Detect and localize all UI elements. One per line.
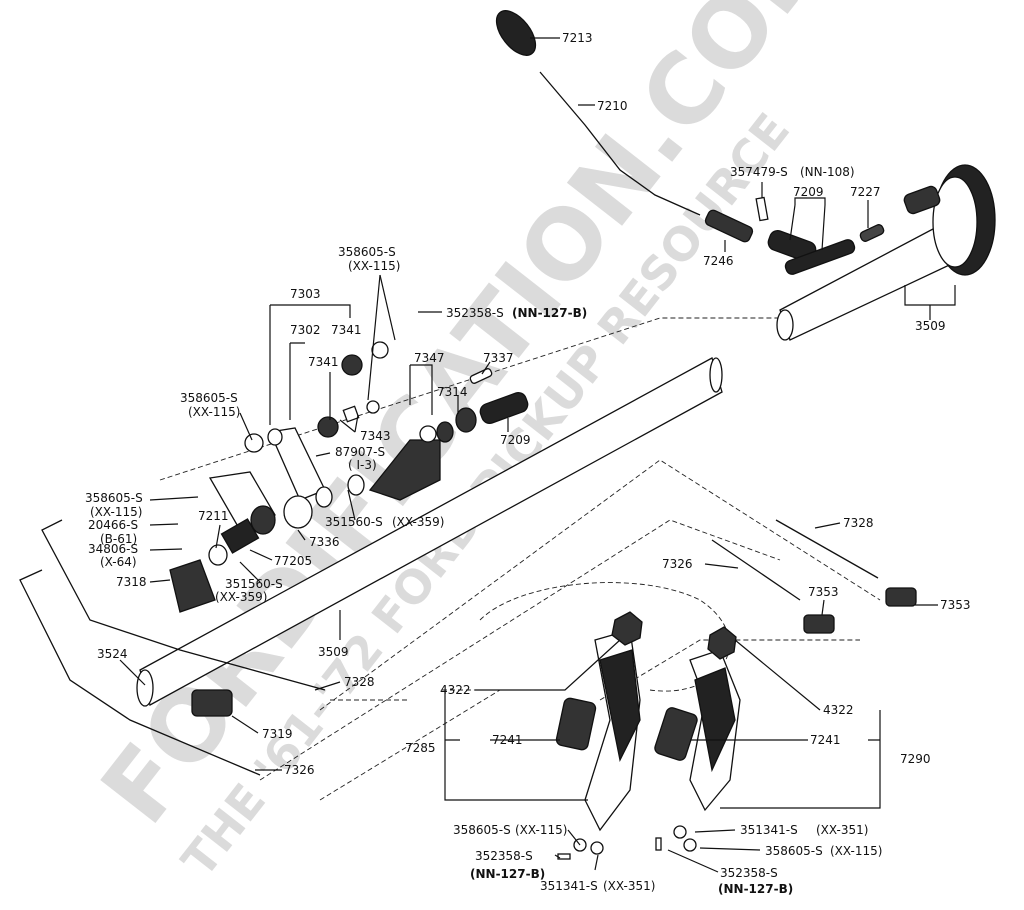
label-7341-b: 7341 (308, 355, 339, 369)
label-7213: 7213 (562, 31, 593, 45)
label-358605-top: 358605-S (338, 245, 396, 259)
label-7211: 7211 (198, 509, 229, 523)
label-352358-bot-left-sub: (NN-127-B) (470, 867, 545, 881)
label-87907-sub: ( I-3) (348, 458, 377, 472)
label-351341-bot-right-sub: (XX-351) (816, 823, 868, 837)
label-7328-right: 7328 (843, 516, 874, 530)
label-352358-top: 352358-S (446, 306, 504, 320)
left-rods (19, 519, 326, 776)
label-7337: 7337 (483, 351, 514, 365)
leader-lines (119, 37, 956, 873)
label-7326-low: 7326 (284, 763, 315, 777)
label-351560-b-sub: (XX-359) (215, 590, 267, 604)
label-7210: 7210 (597, 99, 628, 113)
label-7353-a: 7353 (808, 585, 839, 599)
label-3509-top: 3509 (915, 319, 946, 333)
linkage-parts (169, 341, 529, 613)
label-358605-bot-left: 358605-S (453, 823, 511, 837)
right-linkage (555, 519, 917, 832)
column-tube-upper (776, 164, 996, 341)
label-358605-left-sub: (XX-115) (188, 405, 240, 419)
label-7227: 7227 (850, 185, 881, 199)
label-352358-bot-right: 352358-S (720, 866, 778, 880)
label-7290: 7290 (900, 752, 931, 766)
label-7318: 7318 (116, 575, 147, 589)
label-358605-l2-sub: (XX-115) (90, 505, 142, 519)
label-358605-top-sub: (XX-115) (348, 259, 400, 273)
label-352358-bot-left: 352358-S (475, 849, 533, 863)
label-3524: 3524 (97, 647, 128, 661)
label-77205: 77205 (274, 554, 312, 568)
label-351560-a-sub: (XX-359) (392, 515, 444, 529)
label-7336: 7336 (309, 535, 340, 549)
label-7241-left: 7241 (492, 733, 523, 747)
label-352358-top-sub: (NN-127-B) (512, 306, 587, 320)
label-7285: 7285 (405, 741, 436, 755)
label-7209-top: 7209 (793, 185, 824, 199)
label-7328-low: 7328 (344, 675, 375, 689)
label-20466: 20466-S (88, 518, 138, 532)
label-352358-bot-right-sub: (NN-127-B) (718, 882, 793, 896)
label-87907: 87907-S (335, 445, 385, 459)
label-7347: 7347 (414, 351, 445, 365)
label-351560-a: 351560-S (325, 515, 383, 529)
label-4322-right: 4322 (823, 703, 854, 717)
part-labels: 7213 7210 357479-S (NN-108) 7209 7227 72… (85, 31, 971, 896)
label-7341-a: 7341 (331, 323, 362, 337)
label-7353-b: 7353 (940, 598, 971, 612)
label-4322-left: 4322 (440, 683, 471, 697)
watermark: FORDIFICATION.COM THE '61-'72 FORD PICKU… (80, 0, 859, 887)
label-358605-left: 358605-S (180, 391, 238, 405)
label-358605-bot-right: 358605-S (765, 844, 823, 858)
label-7314: 7314 (437, 385, 468, 399)
label-357479-sub: (NN-108) (800, 165, 855, 179)
label-7343: 7343 (360, 429, 391, 443)
label-7241-right: 7241 (810, 733, 841, 747)
label-7209-mid: 7209 (500, 433, 531, 447)
label-358605-bot-right-sub: (XX-115) (830, 844, 882, 858)
main-shaft-tube (136, 357, 723, 707)
label-351341-bot-right: 351341-S (740, 823, 798, 837)
label-357479: 357479-S (730, 165, 788, 179)
label-358605-bot-left-sub: (XX-115) (515, 823, 567, 837)
label-351341-bot-left: 351341-S (540, 879, 598, 893)
bottom-hardware (557, 825, 697, 860)
shift-lever (495, 10, 754, 243)
label-351560-b: 351560-S (225, 577, 283, 591)
label-7326-right: 7326 (662, 557, 693, 571)
label-351341-bot-left-sub: (XX-351) (603, 879, 655, 893)
label-7303: 7303 (290, 287, 321, 301)
label-7246: 7246 (703, 254, 734, 268)
label-7302: 7302 (290, 323, 321, 337)
upper-small-parts (755, 196, 885, 275)
label-20466-sub: (B-61) (100, 532, 137, 546)
label-3509-mid: 3509 (318, 645, 349, 659)
label-358605-l2: 358605-S (85, 491, 143, 505)
label-34806-sub: (X-64) (100, 555, 137, 569)
label-34806: 34806-S (88, 542, 138, 556)
label-7319: 7319 (262, 727, 293, 741)
